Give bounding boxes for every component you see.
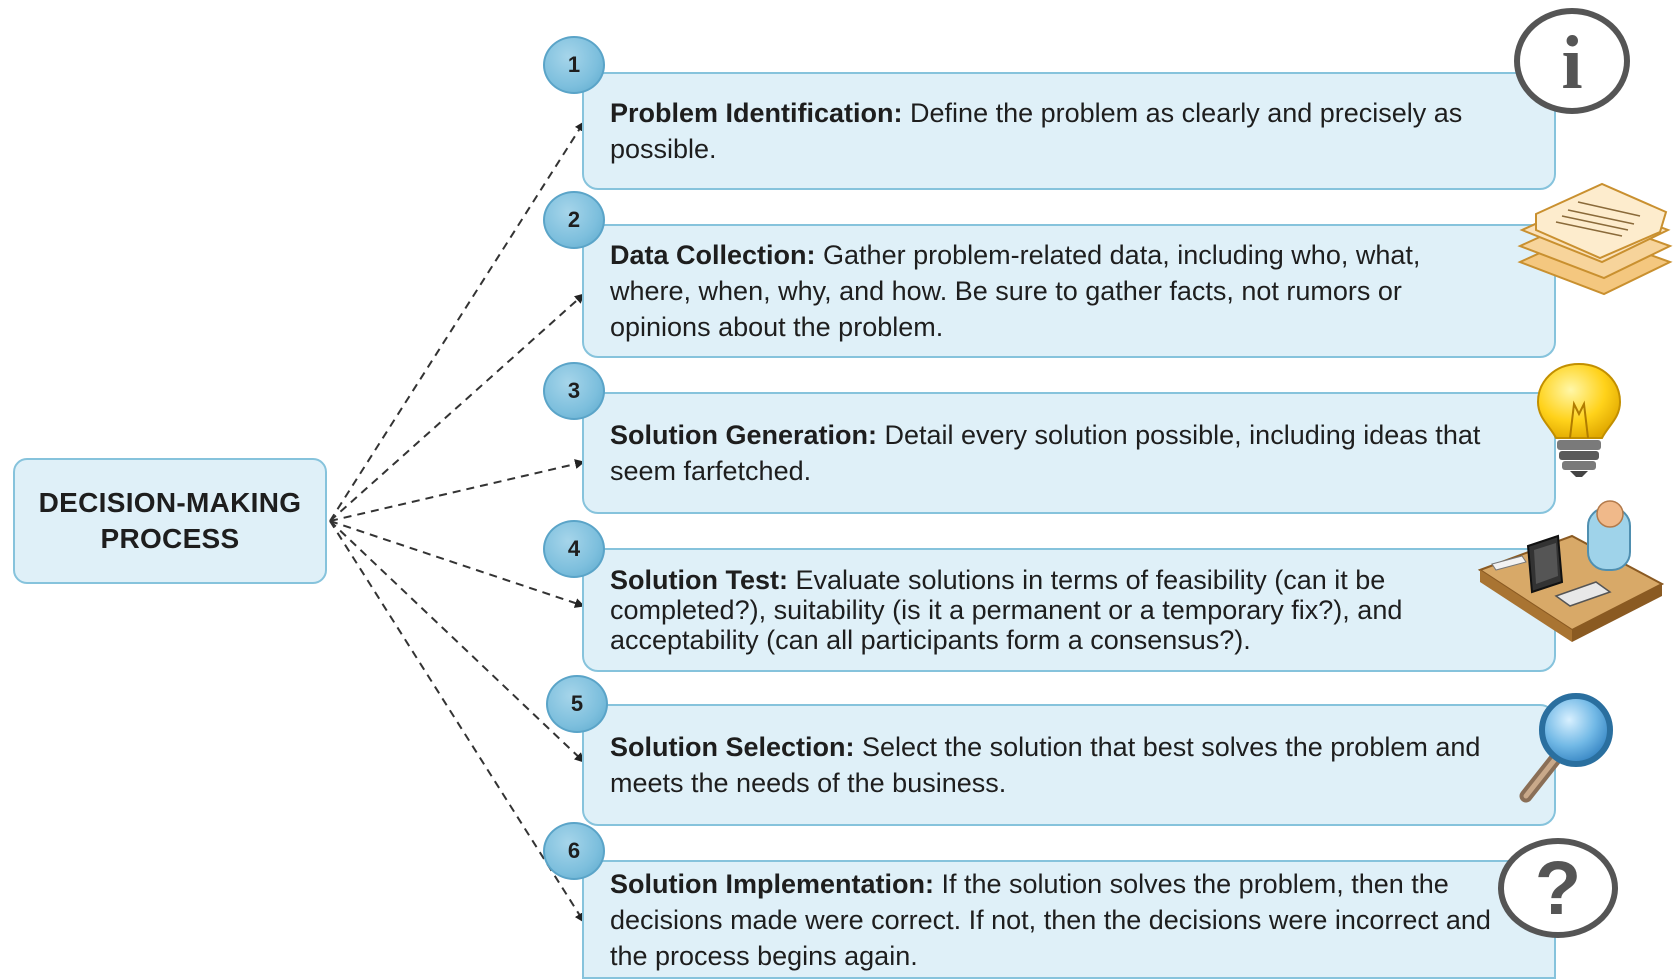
step-number-badge: 6 — [543, 822, 605, 880]
step-title: Solution Implementation: — [610, 868, 934, 899]
question-glyph: ? — [1535, 846, 1581, 931]
person-at-desk-icon — [1477, 500, 1665, 642]
step-box-solution-selection: Solution Selection: Select the solution … — [582, 704, 1556, 826]
step-title: Solution Generation: — [610, 420, 877, 450]
step-description: If the solution solves the problem, then… — [610, 868, 1491, 971]
root-label: DECISION-MAKING PROCESS — [38, 487, 302, 554]
decision-making-process-box: DECISION-MAKING PROCESS — [13, 458, 327, 584]
step-title: Solution Test: — [610, 565, 788, 595]
step-description: Select the solution that best solves the… — [610, 732, 1481, 798]
info-icon: i — [1514, 8, 1630, 114]
step-box-solution-generation: Solution Generation: Detail every soluti… — [582, 392, 1556, 514]
step-title: Solution Selection: — [610, 732, 855, 762]
magnifying-glass-icon — [1519, 693, 1613, 803]
step-number-badge: 5 — [546, 675, 608, 733]
connector-arrow-4 — [329, 520, 585, 608]
connector-arrow-1 — [329, 121, 585, 522]
step-number-badge: 1 — [543, 36, 605, 94]
step-title: Problem Identification: — [610, 98, 903, 128]
question-mark-icon: ? — [1498, 838, 1618, 938]
step-description: Define the problem as clearly and precis… — [610, 98, 1463, 164]
step-box-solution-test: Solution Test: Evaluate solutions in ter… — [582, 548, 1556, 672]
step-number-badge: 3 — [543, 362, 605, 420]
step-description: Evaluate solutions in terms of feasibili… — [610, 565, 1403, 655]
connector-arrow-2 — [329, 293, 585, 522]
step-title: Data Collection: — [610, 240, 816, 270]
step-description: Detail every solution possible, includin… — [610, 420, 1481, 486]
step-box-problem-identification: Problem Identification: Define the probl… — [582, 72, 1556, 190]
info-glyph: i — [1561, 21, 1582, 105]
documents-stack-icon — [1517, 182, 1673, 296]
lightbulb-icon — [1536, 362, 1622, 477]
step-box-solution-implementation: Solution Implementation: If the solution… — [582, 860, 1556, 979]
step-box-data-collection: Data Collection: Gather problem-related … — [582, 224, 1556, 358]
connector-arrow-3 — [329, 459, 585, 522]
step-number-badge: 2 — [543, 191, 605, 249]
step-number-badge: 4 — [543, 520, 605, 578]
step-description: Gather problem-related data, including w… — [610, 240, 1421, 342]
